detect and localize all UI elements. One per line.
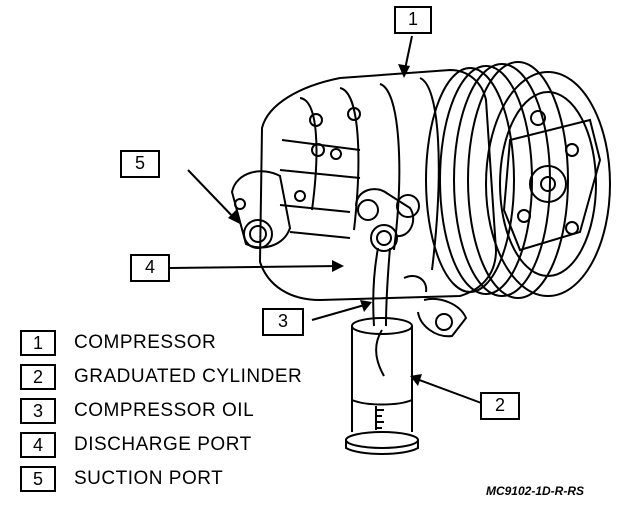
pulley-drawing (425, 61, 611, 299)
leader-lines (169, 35, 485, 405)
legend-item-suction-port: 5 SUCTION PORT (20, 462, 350, 496)
legend-item-discharge-port: 4 DISCHARGE PORT (20, 428, 350, 462)
legend-number: 5 (20, 466, 56, 492)
legend-number: 3 (20, 398, 56, 424)
legend-label: COMPRESSOR (74, 332, 217, 353)
arrowheads (228, 64, 422, 386)
suction-port-drawing (230, 170, 292, 249)
legend-label: COMPRESSOR OIL (74, 400, 255, 421)
compressor-body (258, 68, 498, 302)
callout-compressor: 1 (394, 6, 432, 34)
callout-suction-port: 5 (120, 150, 160, 178)
legend: 1 COMPRESSOR 2 GRADUATED CYLINDER 3 COMP… (20, 326, 350, 496)
legend-number: 1 (20, 330, 56, 356)
legend-number: 4 (20, 432, 56, 458)
legend-label: SUCTION PORT (74, 468, 224, 489)
legend-item-compressor-oil: 3 COMPRESSOR OIL (20, 394, 350, 428)
figure-code: MC9102-1D-R-RS (485, 484, 584, 498)
legend-label: DISCHARGE PORT (74, 434, 252, 455)
legend-number: 2 (20, 364, 56, 390)
legend-item-compressor: 1 COMPRESSOR (20, 326, 350, 360)
oil-stream (372, 247, 391, 377)
callout-discharge-port: 4 (130, 254, 170, 282)
discharge-port-drawing (355, 188, 468, 338)
callout-compressor-oil: 3 (262, 308, 304, 336)
callout-graduated-cylinder: 2 (480, 392, 520, 420)
graduated-cylinder-drawing (345, 317, 419, 455)
legend-label: GRADUATED CYLINDER (74, 366, 303, 387)
legend-item-graduated-cylinder: 2 GRADUATED CYLINDER (20, 360, 350, 394)
